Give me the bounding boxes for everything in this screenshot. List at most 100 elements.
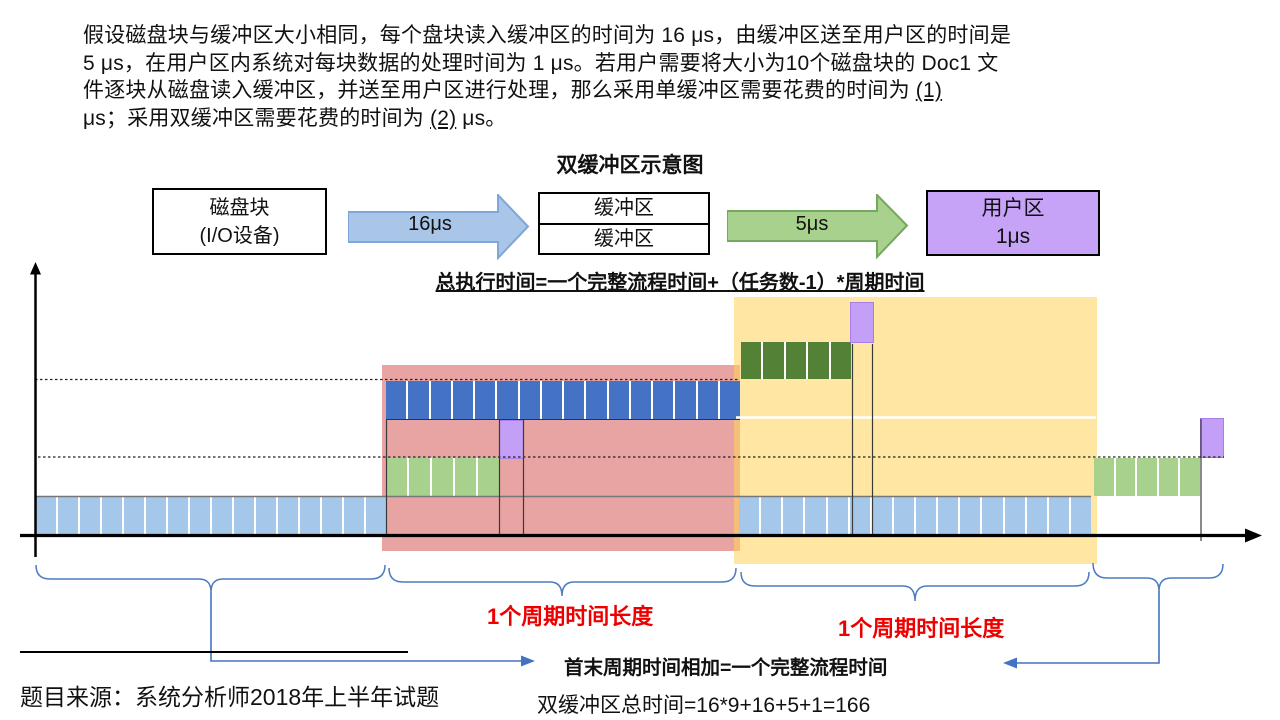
read-1-bar-segment: [344, 497, 364, 535]
read-2-bar-segment: [630, 381, 651, 419]
transfer-1-bar-segment: [478, 458, 499, 496]
total-time-formula: 总执行时间=一个完整流程时间+（任务数-1）*周期时间: [435, 272, 925, 294]
read-1-bar-segment: [168, 497, 188, 535]
read-1-bar-segment: [256, 497, 276, 535]
transfer-1-bar: [386, 458, 499, 496]
buffer-cell-2: 缓冲区: [594, 227, 654, 250]
read-2-bar-segment: [675, 381, 696, 419]
transfer-2-bar: [741, 342, 852, 379]
disk-box-line1: 磁盘块: [209, 196, 270, 219]
read-3-bar-segment: [827, 497, 848, 535]
read-3-bar-segment: [805, 497, 826, 535]
read-2-bar-segment: [697, 381, 718, 419]
transfer-last-bar: [1094, 458, 1200, 496]
process-2-block-segment: [850, 302, 874, 343]
read-2-bar-segment: [653, 381, 674, 419]
read-2-bar-segment: [608, 381, 629, 419]
process-2-block: [850, 302, 874, 343]
braces: [35, 562, 1224, 602]
transfer-2-bar-segment: [763, 342, 784, 379]
read-1-bar-segment: [366, 497, 386, 535]
transfer-arrow-label: 5μs: [795, 213, 829, 235]
read-2-bar-segment: [586, 381, 607, 419]
brace-cycle-2: [740, 571, 1090, 602]
flow-time-note: 首末周期时间相加=一个完整流程时间: [564, 657, 888, 679]
transfer-last-bar-segment: [1115, 458, 1136, 496]
read-2-bar: [386, 381, 740, 419]
problem-line-3: 件逐块从磁盘读入缓冲区，并送至用户区进行处理，那么采用单缓冲区需要花费的时间为(…: [83, 77, 1193, 105]
connector-right-arrowhead: [521, 655, 535, 667]
transfer-2-bar-segment: [785, 342, 807, 379]
read-3-bar-segment: [938, 497, 959, 535]
transfer-last-bar-segment: [1137, 458, 1157, 496]
read-3-bar-segment: [1004, 497, 1025, 535]
transfer-1-bar-segment: [409, 458, 430, 496]
read-1-bar-segment: [300, 497, 320, 535]
connector-left-arrowhead: [1003, 657, 1017, 669]
connector-first-cycle: [210, 592, 521, 662]
read-2-bar-segment: [386, 381, 407, 419]
read-2-bar-segment: [430, 381, 451, 419]
read-2-bar-segment: [408, 381, 429, 419]
read-arrow-shape: [348, 194, 530, 260]
transfer-1-bar-segment: [432, 458, 453, 496]
read-3-bar-segment: [1048, 497, 1069, 535]
read-arrow-label: 16μs: [408, 213, 452, 235]
connector-last-cycle: [1017, 591, 1160, 664]
read-3-bar-segment: [893, 497, 914, 535]
read-2-bar-segment: [564, 381, 585, 419]
user-area-box: 用户区 1μs: [926, 190, 1100, 256]
transfer-last-bar-segment: [1180, 458, 1200, 496]
read-1-bar-segment: [36, 497, 56, 535]
problem-line-1: 假设磁盘块与缓冲区大小相同，每个盘块读入缓冲区的时间为 16 μs，由缓冲区送至…: [83, 22, 1193, 50]
brace-last-segment: [1092, 562, 1224, 592]
y-axis-arrowhead: [30, 262, 41, 275]
transfer-2-bar-segment: [830, 342, 852, 379]
blank-2: (2): [430, 106, 457, 130]
cycle-length-label-1: 1个周期时间长度: [487, 604, 654, 629]
read-1-bar: [36, 497, 386, 535]
read-1-bar-segment: [146, 497, 166, 535]
problem-line-4: μs；采用双缓冲区需要花费的时间为(2)μs。: [83, 105, 1193, 133]
read-2-bar-segment: [475, 381, 496, 419]
blank-1: (1): [915, 79, 943, 102]
read-3-bar-segment: [871, 497, 892, 535]
read-3-bar-segment: [960, 497, 981, 535]
read-2-bar-segment: [452, 381, 473, 419]
read-2-bar-segment: [497, 381, 518, 419]
read-1-bar-segment: [102, 497, 122, 535]
problem-line-4-tail: μs。: [462, 106, 507, 130]
process-last-block-segment: [1200, 418, 1224, 458]
green-block-arrow: [727, 194, 909, 259]
problem-line-1-text: 假设磁盘块与缓冲区大小相同，每个盘块读入缓冲区的时间为 16 μs，由缓冲区送至…: [83, 24, 1012, 47]
read-3-bar-segment: [1070, 497, 1091, 535]
blue-block-arrow: [348, 194, 530, 260]
read-3-bar-segment: [1026, 497, 1047, 535]
read-2-bar-segment: [719, 381, 740, 419]
source-attribution: 题目来源：系统分析师2018年上半年试题: [20, 684, 440, 710]
read-1-bar-segment: [212, 497, 232, 535]
cycle-length-label-2: 1个周期时间长度: [838, 616, 1005, 641]
read-2-bar-segment: [519, 381, 540, 419]
problem-line-2-text: 5 μs，在用户区内系统对每块数据的处理时间为 1 μs。若用户需要将大小为10…: [83, 51, 999, 75]
diagram-title: 双缓冲区示意图: [556, 154, 704, 177]
buffer-box: 缓冲区 缓冲区: [538, 192, 710, 255]
process-1-block-segment: [499, 420, 524, 459]
disk-block-box: 磁盘块 (I/O设备): [152, 188, 327, 255]
problem-line-2: 5 μs，在用户区内系统对每块数据的处理时间为 1 μs。若用户需要将大小为10…: [83, 50, 1193, 78]
process-last-block: [1200, 418, 1224, 458]
problem-line-3-text: 件逐块从磁盘读入缓冲区，并送至用户区进行处理，那么采用单缓冲区需要花费的时间为: [83, 79, 910, 102]
read-1-bar-segment: [278, 497, 298, 535]
read-3-bar-segment: [849, 497, 870, 535]
read-1-bar-segment: [58, 497, 78, 535]
read-1-bar-segment: [190, 497, 210, 535]
transfer-last-bar-segment: [1094, 458, 1114, 496]
read-1-bar-segment: [124, 497, 144, 535]
transfer-1-bar-segment: [386, 458, 407, 496]
user-box-line2: 1μs: [995, 225, 1031, 248]
read-3-bar-segment: [739, 497, 760, 535]
read-3-bar-segment: [783, 497, 804, 535]
x-axis-arrowhead: [1245, 528, 1262, 543]
disk-box-line2: (I/O设备): [199, 224, 280, 247]
